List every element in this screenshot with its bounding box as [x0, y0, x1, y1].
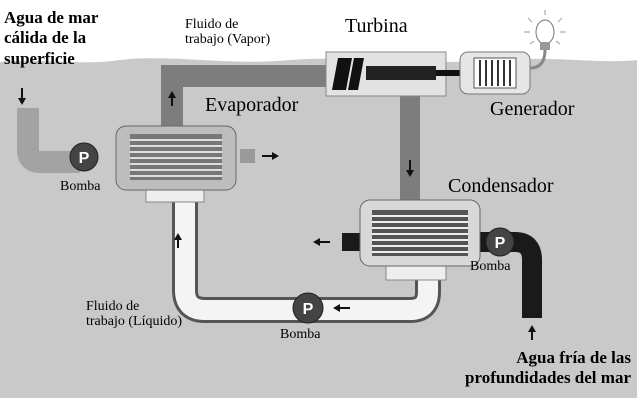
vapor-fluid-label-line2: trabajo (Vapor): [185, 31, 271, 47]
warm-water-label-line1: Agua de mar: [4, 8, 99, 27]
generator-label: Generador: [490, 98, 575, 120]
vapor-pipe-to-turbine: [161, 65, 330, 130]
pump-bottom-label: Bomba: [280, 327, 321, 342]
cold-water-label-line2: profundidades del mar: [465, 368, 631, 388]
flow-arrows: [18, 88, 536, 340]
warm-water-label: Agua de mar cálida de la superficie: [4, 8, 98, 69]
pump-bottom-icon: P: [292, 292, 324, 324]
turbine: [325, 51, 462, 97]
svg-text:P: P: [303, 301, 314, 318]
vapor-fluid-label-line1: Fluido de: [185, 17, 239, 32]
warm-water-intake-pipe: [17, 108, 80, 173]
pump-right-icon: P: [485, 227, 515, 257]
svg-text:P: P: [79, 150, 90, 167]
warm-water-label-line2: cálida de la: [4, 28, 87, 48]
turbine-label: Turbina: [345, 15, 408, 37]
vapor-fluid-label: Fluido de trabajo (Vapor): [185, 17, 271, 47]
liquid-fluid-label-line2: trabajo (Líquido): [86, 313, 183, 329]
evaporator: [115, 125, 237, 203]
pump-right-label: Bomba: [470, 259, 511, 274]
light-bulb-icon: [524, 10, 566, 50]
generator: [459, 49, 547, 95]
liquid-fluid-label: Fluido de trabajo (Líquido): [86, 299, 183, 329]
pump-left-label: Bomba: [60, 179, 101, 194]
pump-left-icon: P: [69, 142, 99, 172]
warm-water-label-line3: superficie: [4, 48, 75, 68]
condenser-label: Condensador: [448, 175, 554, 197]
condenser: [359, 199, 481, 281]
liquid-fluid-label-line1: Fluido de: [86, 299, 140, 314]
evaporator-label: Evaporador: [205, 94, 299, 116]
cold-water-label: Agua fría de las profundidades del mar: [465, 348, 631, 389]
cold-water-pipe-right: [478, 232, 542, 318]
svg-text:P: P: [495, 235, 506, 252]
cold-water-label-line1: Agua fría de las: [516, 348, 631, 367]
